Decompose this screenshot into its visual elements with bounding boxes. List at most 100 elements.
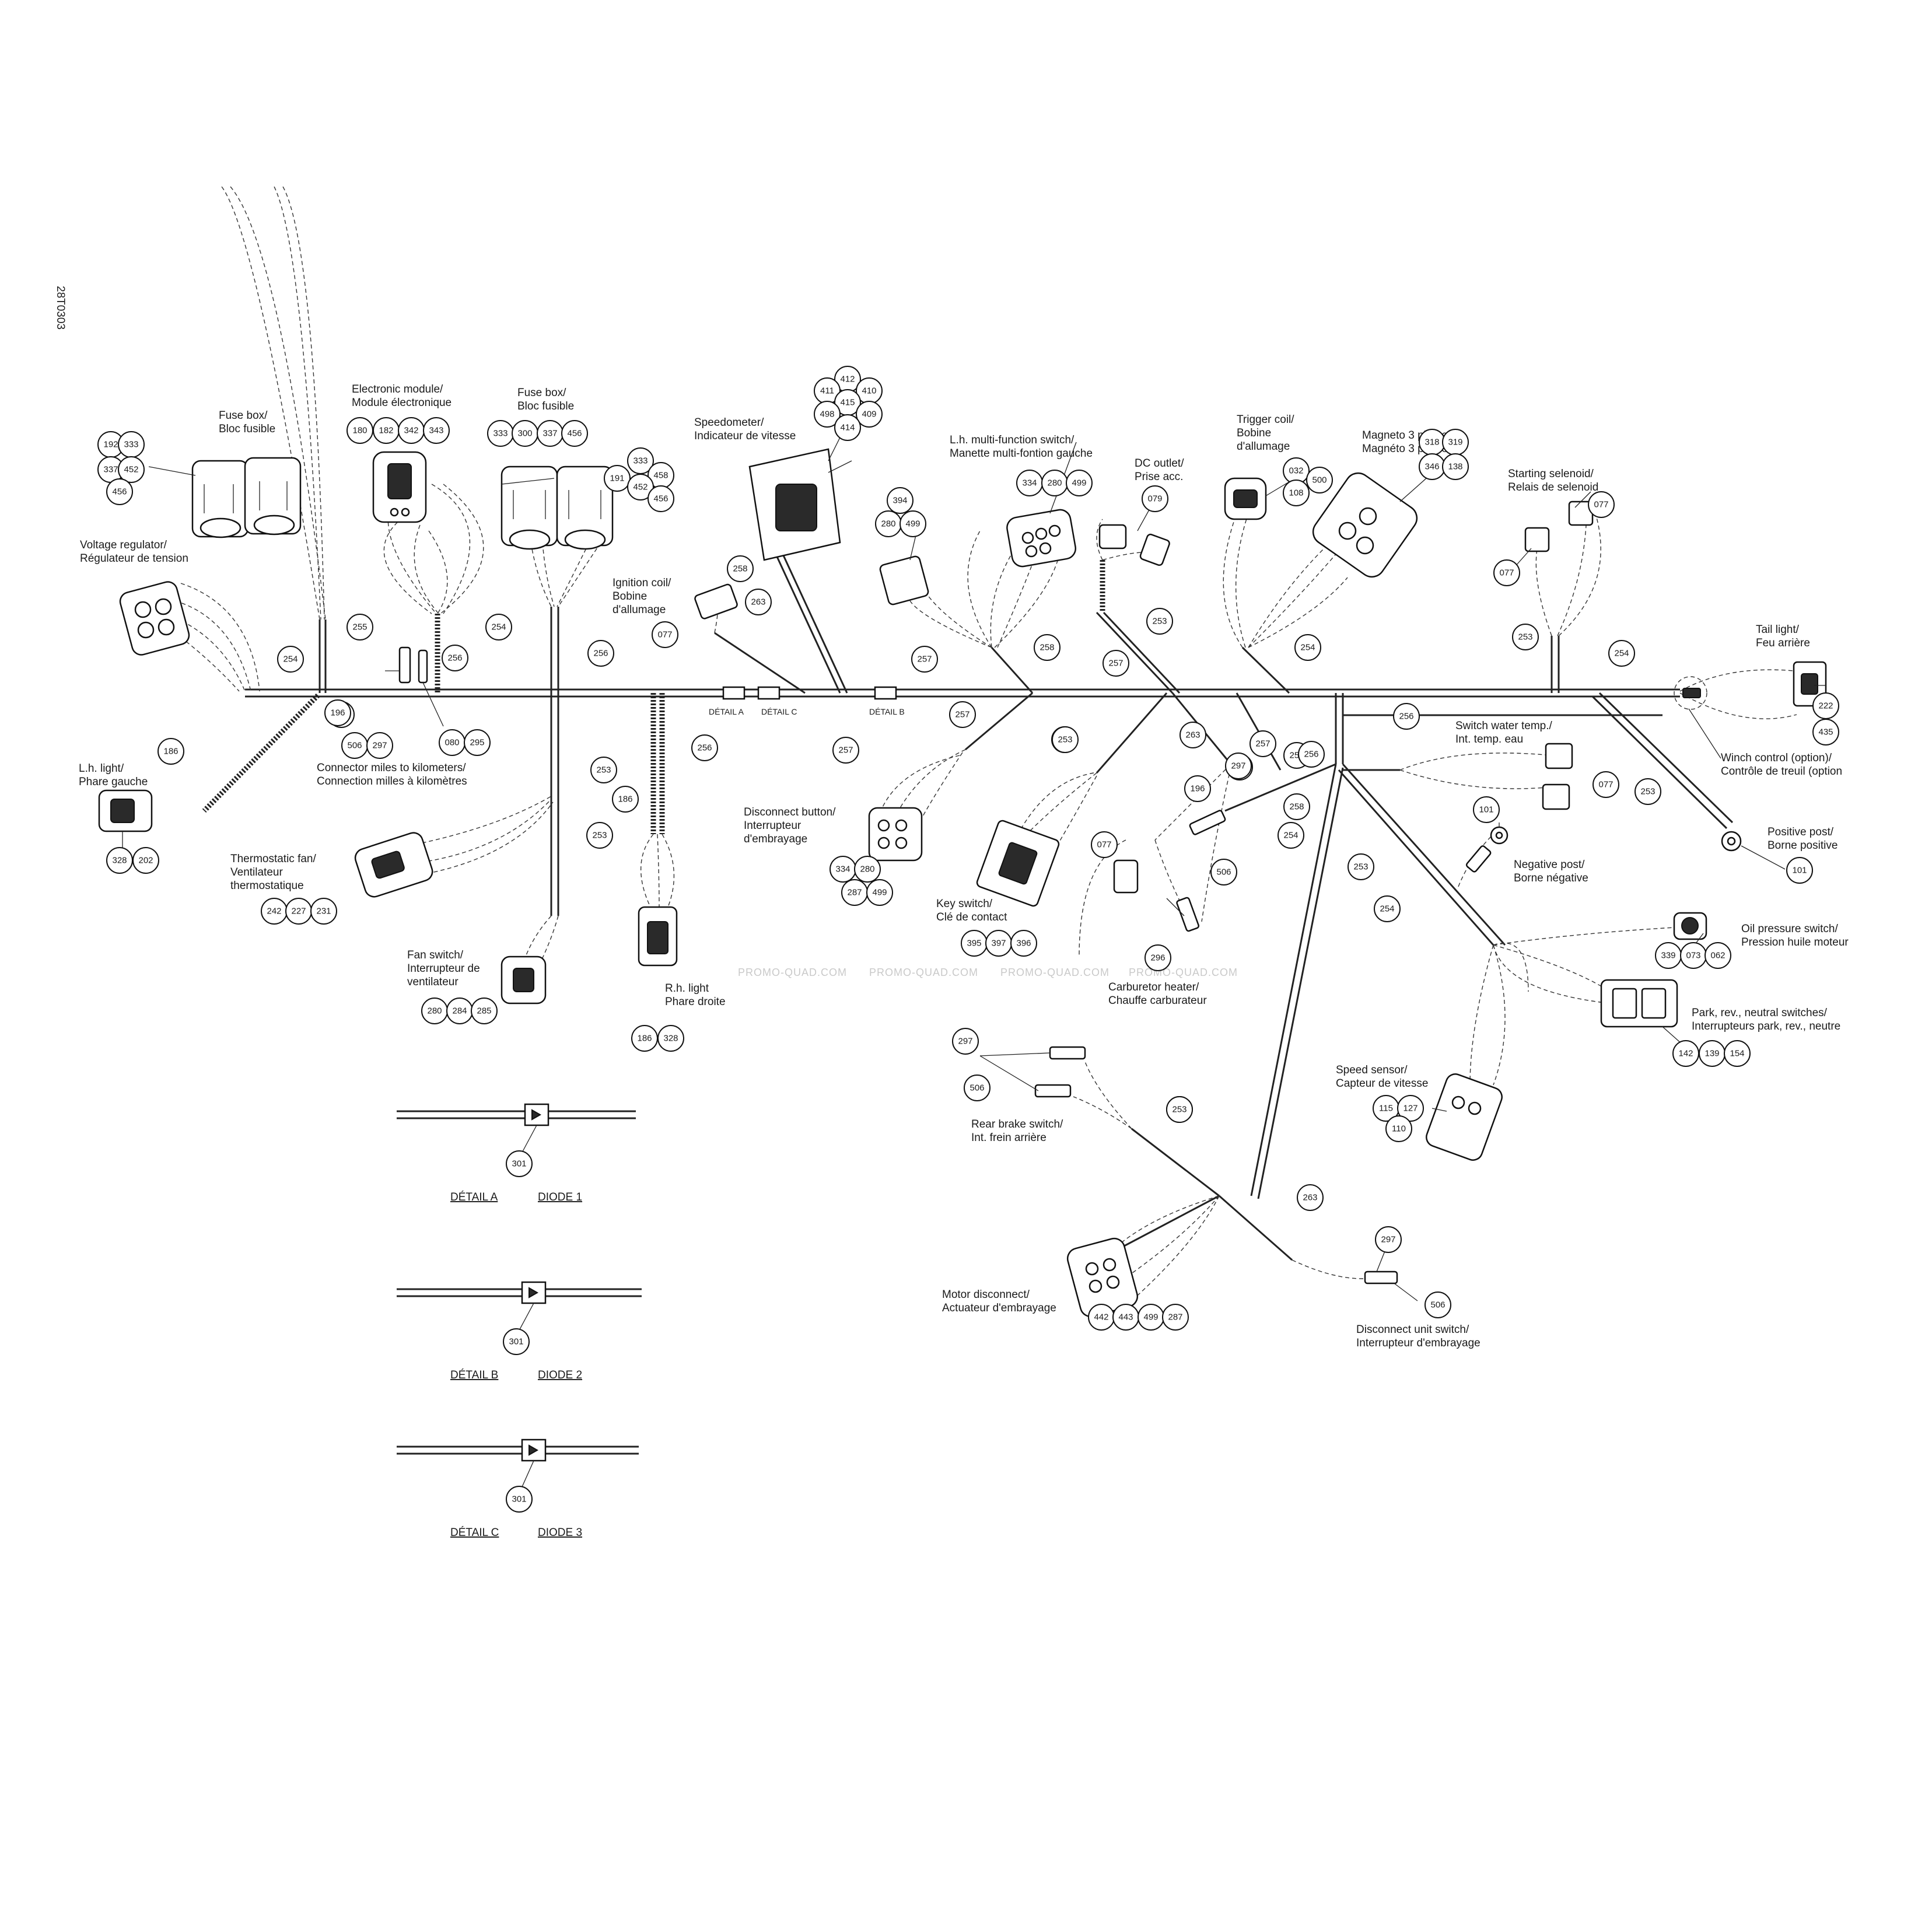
callout-number: 301 [512, 1494, 526, 1504]
callout-circle [1812, 719, 1839, 746]
callout-number: 280 [427, 1006, 442, 1016]
speed-sensor-icon [1426, 1073, 1503, 1161]
watermark: PROMO-QUAD.COM [738, 967, 847, 978]
callout-circle [1066, 470, 1093, 496]
callout-circle [1374, 895, 1401, 922]
callout-number: 115 [1379, 1104, 1393, 1114]
callout-bubble: 414 [834, 414, 861, 441]
callout-number: 301 [509, 1337, 523, 1347]
callout-circle [1306, 467, 1333, 494]
callout-bubble: 255 [346, 614, 373, 640]
callout-bubble: 296 [1144, 944, 1171, 971]
callout-number: 254 [1380, 904, 1394, 914]
callout-circle [1634, 778, 1661, 805]
callout-circle [464, 729, 491, 756]
callout-bubble: 397 [985, 930, 1012, 957]
callout-number: 337 [542, 429, 557, 439]
callout-circle [604, 465, 631, 492]
callout-bubble: 254 [485, 614, 512, 640]
fuse-box-1-icon [191, 457, 302, 538]
callout-number: 506 [970, 1083, 984, 1093]
callout-number: 256 [593, 649, 608, 659]
callout-circle [1786, 857, 1813, 884]
callout-number: 506 [347, 741, 362, 751]
callout-number: 077 [1594, 500, 1608, 510]
callout-number: 394 [892, 496, 907, 506]
callout-number: 263 [1303, 1193, 1317, 1203]
callout-bubble: 077 [1493, 559, 1520, 586]
callout-number: 253 [1640, 787, 1655, 797]
callout-number: 285 [477, 1006, 491, 1016]
callout-circle [814, 401, 841, 428]
callout-number: 284 [452, 1006, 467, 1016]
lh-multifunction-left-icon [879, 555, 929, 606]
callout-bubble: 285 [471, 998, 498, 1024]
callout-bubble: 443 [1112, 1304, 1139, 1331]
callout-circle [964, 1074, 991, 1101]
callout-bubble: 499 [1138, 1304, 1164, 1331]
callout-bubble: 442 [1088, 1304, 1115, 1331]
callout-number: 186 [637, 1034, 652, 1044]
callout-number: 301 [512, 1159, 526, 1169]
callout-circle [627, 474, 654, 501]
callout-circle [277, 646, 304, 673]
callout-circle [856, 401, 883, 428]
callout-circle [310, 898, 337, 925]
callout-bubble: 499 [866, 879, 893, 906]
detail-a-tag: DÉTAIL A [709, 707, 744, 716]
callout-bubble: 297 [366, 732, 393, 759]
callout-number: 108 [1289, 488, 1303, 498]
callout-bubble: 202 [132, 847, 159, 874]
callout-bubble: 196 [1184, 775, 1211, 802]
callout-circle [1144, 944, 1171, 971]
label-winch-control: Winch control (option)/Contrôle de treui… [1721, 752, 1842, 778]
fan-switch-icon [501, 956, 547, 1005]
callout-bubble: 500 [1306, 467, 1333, 494]
voltage-regulator-icon [119, 581, 190, 656]
callout-circle [832, 737, 859, 764]
callout-circle [586, 822, 613, 849]
main-harness [202, 554, 1734, 1261]
callout-circle [1210, 859, 1237, 886]
disconnect-unit-switch-icon [1364, 1270, 1398, 1284]
callout-circle [324, 699, 351, 726]
callout-number: 256 [1399, 712, 1413, 722]
detail-a-title: DÉTAIL A [450, 1191, 498, 1203]
callout-circle [366, 732, 393, 759]
callout-bubble: 280 [875, 510, 902, 537]
negative-post-icon [1465, 826, 1508, 873]
callout-circle [1250, 730, 1276, 757]
callout-bubble: 154 [1724, 1040, 1751, 1067]
callout-circle [1512, 624, 1539, 650]
callout-number: 032 [1289, 466, 1303, 476]
label-starting-solenoid: Starting selenoid/Relais de selenoid [1508, 468, 1598, 494]
callout-number: 410 [862, 386, 876, 396]
callout-number: 280 [860, 864, 874, 874]
callout-number: 142 [1678, 1049, 1693, 1059]
callout-number: 101 [1792, 866, 1807, 876]
callout-number: 253 [1353, 862, 1368, 872]
callout-circle [1162, 1304, 1189, 1331]
callout-bubble: 227 [285, 898, 312, 925]
callout-circle [1385, 1115, 1412, 1142]
callout-number: 342 [404, 426, 418, 436]
callout-bubble: 139 [1699, 1040, 1726, 1067]
callout-bubble: 138 [1442, 453, 1469, 480]
callout-number: 257 [1108, 659, 1123, 668]
callout-bubble: 196 [324, 699, 351, 726]
watermark: PROMO-QUAD.COM [869, 967, 978, 978]
callout-bubble: 242 [261, 898, 288, 925]
callout-circle [952, 1028, 979, 1055]
callout-number: 333 [493, 429, 508, 439]
watermarks: PROMO-QUAD.COM PROMO-QUAD.COM PROMO-QUAD… [738, 967, 1237, 978]
callout-number: 196 [1190, 784, 1205, 794]
callout-number: 254 [491, 622, 506, 632]
callout-bubble: 301 [506, 1486, 533, 1513]
callout-bubble: 101 [1473, 796, 1500, 823]
callout-bubble: 115 [1373, 1095, 1399, 1122]
callout-number: 334 [1022, 478, 1037, 488]
tail-light-icon [1793, 661, 1827, 707]
callout-circle [1052, 726, 1079, 753]
